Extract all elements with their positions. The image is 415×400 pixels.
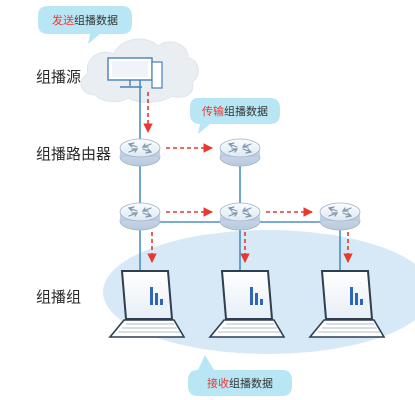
receive-callout: 接收组播数据: [188, 355, 292, 396]
transmit-callout-highlight: 传输: [202, 104, 224, 118]
router-icon: [219, 138, 261, 167]
receive-callout-highlight: 接收: [207, 376, 229, 390]
source-label: 组播源: [36, 68, 82, 86]
svg-text:传输组播数据: 传输组播数据: [202, 104, 268, 118]
receive-callout-text: 组播数据: [229, 376, 273, 390]
send-callout-highlight: 发送: [52, 13, 74, 27]
router-label: 组播路由器: [36, 145, 112, 163]
send-callout: 发送组播数据: [38, 6, 132, 44]
network-links: [139, 76, 341, 284]
router-icon: [219, 202, 261, 231]
router-icon: [319, 202, 361, 231]
data-flow-arrows: [143, 92, 353, 263]
svg-text:发送组播数据: 发送组播数据: [52, 13, 118, 27]
transmit-callout-text: 组播数据: [224, 104, 268, 118]
svg-text:接收组播数据: 接收组播数据: [207, 376, 273, 390]
router-icon: [119, 202, 161, 231]
group-label: 组播组: [36, 288, 82, 306]
router-icon: [119, 138, 161, 167]
computer-icon: [107, 57, 163, 89]
send-callout-text: 组播数据: [74, 13, 118, 27]
transmit-callout: 传输组播数据: [190, 98, 280, 134]
